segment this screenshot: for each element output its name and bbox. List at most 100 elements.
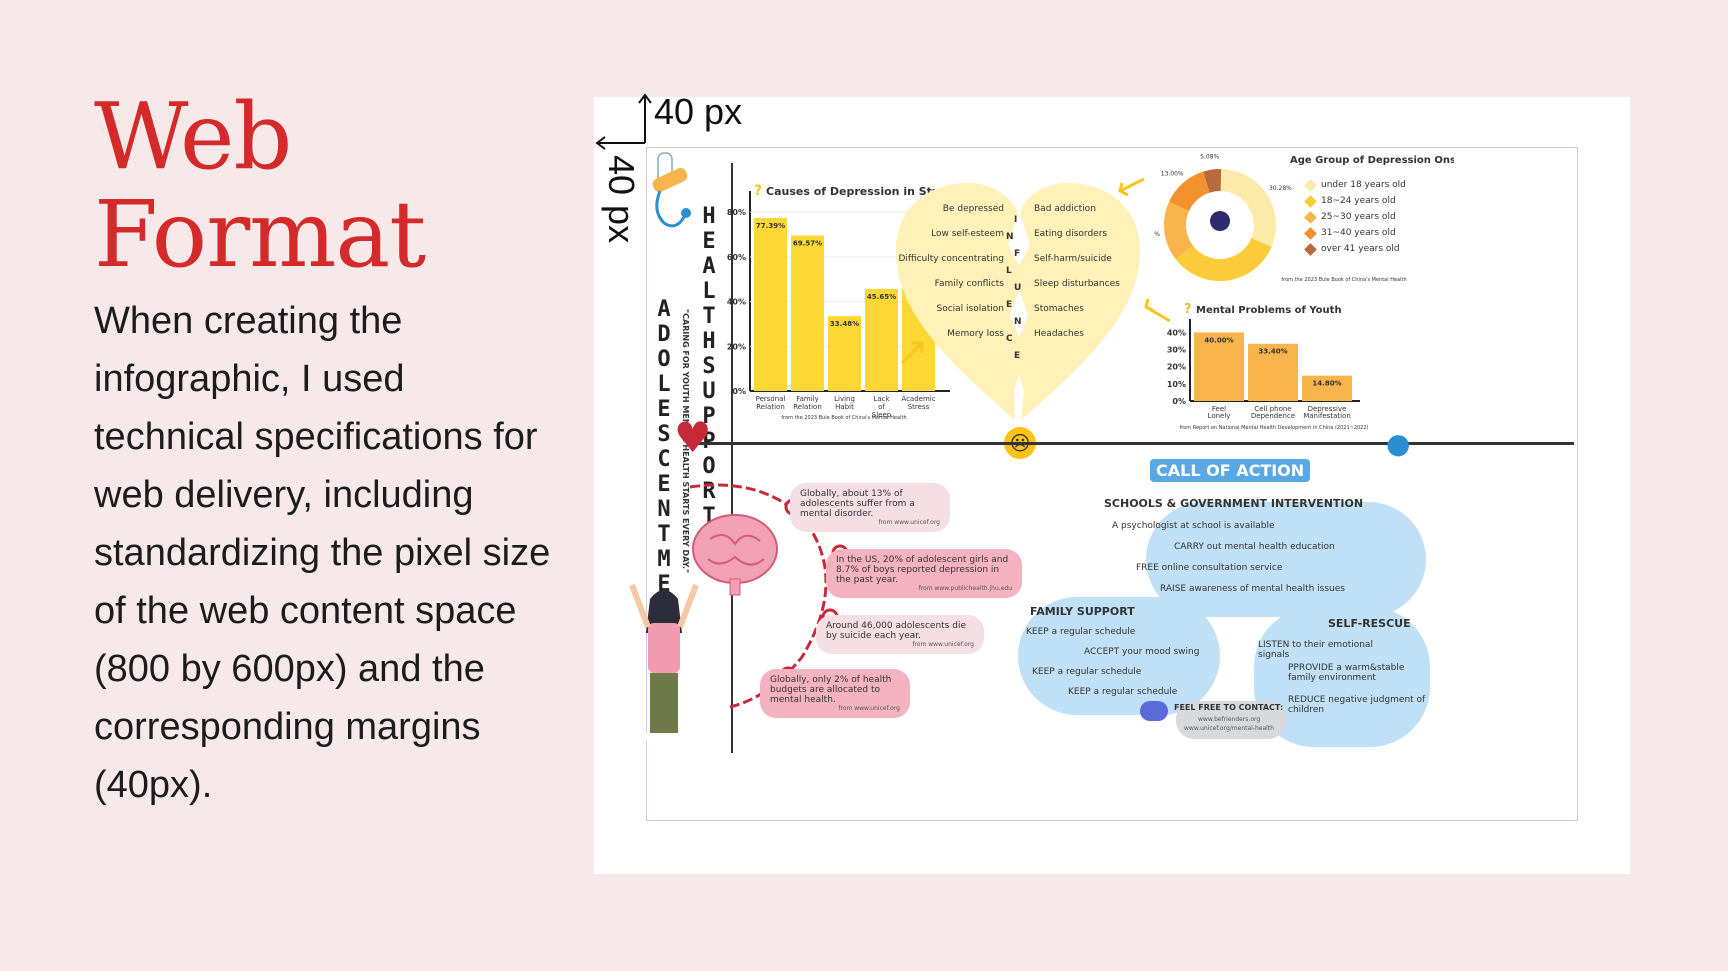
stat-source: from www.unicef.org bbox=[878, 519, 940, 526]
y-tick-label: 80% bbox=[727, 208, 746, 217]
legend-entry: under 18 years old bbox=[1304, 178, 1406, 192]
action-item: KEEP a regular schedule bbox=[1068, 687, 1178, 697]
bar bbox=[1302, 375, 1352, 401]
slice-label: 32.35% bbox=[1218, 292, 1241, 293]
stat-bubble: Around 46,000 adolescents die by suicide… bbox=[816, 615, 984, 654]
influence-item: Low self-esteem bbox=[931, 229, 1004, 239]
category-label: Depressive bbox=[1308, 405, 1347, 413]
person-illustration bbox=[629, 583, 699, 741]
influence-letter: N bbox=[1014, 317, 1022, 327]
heart-icon: ♥ bbox=[674, 413, 712, 462]
stat-text: Globally, only 2% of health budgets are … bbox=[770, 675, 892, 705]
influence-letter: I bbox=[1014, 215, 1018, 225]
category-label: Feel bbox=[1212, 405, 1226, 413]
bar-value-label: 33.48% bbox=[830, 320, 859, 328]
bar-value-label: 33.40% bbox=[1258, 348, 1287, 356]
legend-swatch bbox=[1304, 226, 1317, 240]
influence-letter: U bbox=[1014, 283, 1022, 293]
chart-mental-problems-svg: ?Mental Problems of Youth40%30%20%10%0%4… bbox=[1167, 302, 1369, 431]
influence-item: Headaches bbox=[1034, 329, 1084, 339]
action-item: A psychologist at school is available bbox=[1112, 521, 1275, 531]
y-tick-label: 20% bbox=[1167, 363, 1186, 372]
action-item: ACCEPT your mood swing bbox=[1084, 647, 1200, 657]
category-label: of bbox=[878, 403, 885, 411]
legend-swatch bbox=[1304, 242, 1317, 256]
margin-left-label: 40 px bbox=[601, 155, 642, 244]
stat-bubble: Globally, only 2% of health budgets are … bbox=[760, 669, 910, 718]
legend-swatch bbox=[1304, 210, 1317, 224]
chart-source: from the 2023 Bule Book of China's Menta… bbox=[781, 415, 906, 421]
pie-slice bbox=[1175, 238, 1272, 281]
legend-swatch bbox=[1304, 178, 1317, 192]
category-label: Manifestation bbox=[1303, 412, 1351, 420]
stat-source: from www.unicef.org bbox=[912, 641, 974, 648]
arrow-icons-right bbox=[1118, 177, 1171, 323]
influence-letter: E bbox=[1014, 351, 1021, 361]
category-label: Family bbox=[796, 395, 819, 403]
contact-title: FEEL FREE TO CONTACT: bbox=[1174, 703, 1284, 712]
content-frame bbox=[646, 147, 1578, 821]
schools-cloud bbox=[1146, 502, 1426, 617]
slice-label: 5.08% bbox=[1200, 154, 1219, 161]
influence-item: Stomaches bbox=[1034, 304, 1084, 314]
pie-slice bbox=[1164, 201, 1194, 260]
slide-title: Web Format bbox=[94, 83, 426, 284]
category-label: Dependence bbox=[1251, 412, 1295, 420]
left-vertical-line bbox=[731, 163, 733, 753]
influence-item: Self-harm/suicide bbox=[1034, 254, 1112, 264]
category-label: Personal bbox=[756, 395, 786, 403]
y-tick-label: 20% bbox=[727, 342, 746, 351]
influence-item: Eating disorders bbox=[1034, 229, 1108, 239]
margin-top-label: 40 px bbox=[654, 91, 743, 132]
question-icon: ? bbox=[754, 183, 762, 199]
influence-item: Be depressed bbox=[942, 204, 1004, 214]
arrow-icons bbox=[900, 341, 924, 365]
person-icon bbox=[1210, 211, 1230, 231]
vertical-quote: "CARING FOR YOUTH MENTAL HEALTH STARTS E… bbox=[681, 309, 690, 574]
category-label: Lack bbox=[873, 395, 890, 403]
legend-label: 31~40 years old bbox=[1321, 228, 1396, 238]
pie-slice bbox=[1169, 171, 1210, 211]
legend-swatch bbox=[1304, 194, 1317, 208]
question-icon: ? bbox=[1184, 302, 1192, 317]
y-tick-label: 10% bbox=[1167, 380, 1186, 389]
category-label: Relation bbox=[756, 403, 785, 411]
action-item: FREE online consultation service bbox=[1136, 563, 1283, 573]
stat-source: from www.publichealth.jhu.edu bbox=[918, 585, 1012, 592]
margin-arrows bbox=[595, 93, 652, 150]
chart-age-group: Age Group of Depression Onset 30.28% 32.35… bbox=[1137, 153, 1468, 300]
family-cloud bbox=[1018, 597, 1220, 715]
chart-title: Age Group of Depression Onset bbox=[1290, 155, 1454, 166]
lightbulb-icon: ● bbox=[1386, 427, 1411, 460]
bar-value-label: 77.39% bbox=[756, 222, 785, 230]
y-tick-label: 30% bbox=[1167, 346, 1186, 355]
slice-label: 13.00% bbox=[1161, 171, 1184, 178]
action-item: KEEP a regular schedule bbox=[1026, 627, 1136, 637]
category-label: Sleep bbox=[872, 411, 892, 419]
category-label: Relation bbox=[793, 403, 822, 411]
action-item: PPROVIDE a warm&stable family environmen… bbox=[1288, 663, 1405, 683]
horizontal-divider bbox=[694, 442, 1574, 445]
legend-entry: 18~24 years old bbox=[1304, 194, 1396, 208]
action-item: LISTEN to their emotional signals bbox=[1258, 640, 1373, 660]
self-rescue-title: SELF-RESCUE bbox=[1328, 617, 1411, 630]
chat-icon bbox=[1140, 701, 1168, 721]
legend-label: 25~30 years old bbox=[1321, 212, 1396, 222]
influence-item: Family conflicts bbox=[934, 279, 1004, 289]
influence-letter: C bbox=[1006, 334, 1013, 344]
category-label: Habit bbox=[835, 403, 854, 411]
chart-title: Causes of Depression in Students bbox=[766, 185, 975, 198]
category-label: Living bbox=[834, 395, 855, 403]
y-tick-label: 0% bbox=[732, 387, 746, 396]
legend-label: 18~24 years old bbox=[1321, 196, 1396, 206]
chart-source: from Report on National Mental Health De… bbox=[1179, 425, 1368, 431]
slice-label: 30.28% bbox=[1269, 185, 1292, 192]
infographic-card: 40 px 40 px ADOLESCENT MENTAL HEALTH SUP… bbox=[594, 91, 1630, 874]
title-line-1: Web bbox=[94, 83, 292, 190]
stat-text: Around 46,000 adolescents die by suicide… bbox=[826, 621, 966, 641]
action-item: CARRY out mental health education bbox=[1174, 542, 1335, 552]
chart-source: from the 2023 Bule Book of China's Menta… bbox=[1281, 277, 1406, 283]
schools-title: SCHOOLS & GOVERNMENT INTERVENTION bbox=[1104, 497, 1364, 510]
broken-heart-shape bbox=[895, 183, 1141, 420]
